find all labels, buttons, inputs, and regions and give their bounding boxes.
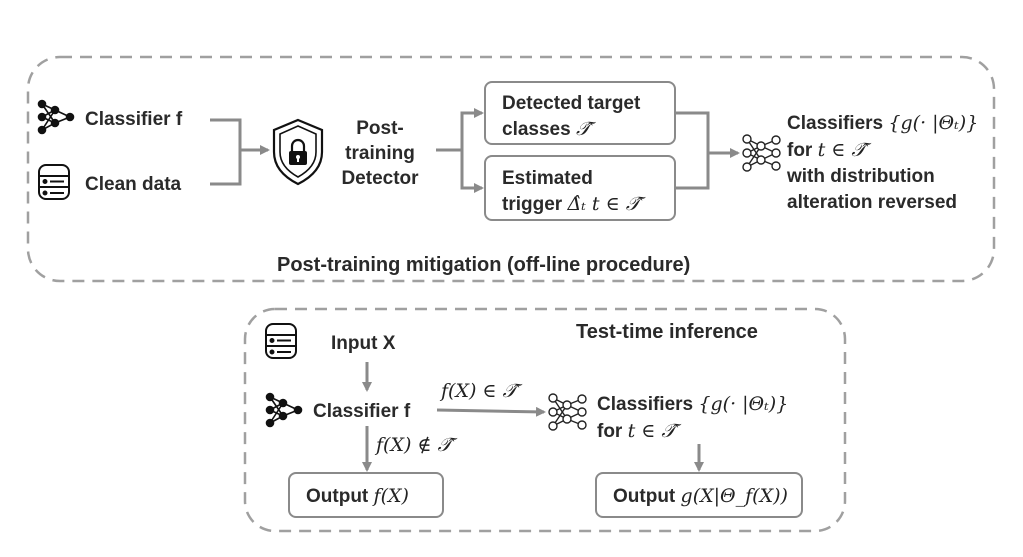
detected-box-line2: classes 𝒯̂ (502, 118, 591, 141)
wire-classifier (210, 118, 242, 186)
wire-split-up (460, 108, 484, 150)
output-f-box: Output f(X) (288, 472, 444, 518)
bottom-result-line1-text: Classifiers (597, 394, 694, 415)
top-result-line4: alteration reversed (787, 192, 958, 213)
database-icon (38, 164, 70, 200)
output-g-math: g(X|Θ_f(X)) (680, 485, 788, 507)
neural-network-icon (37, 99, 75, 135)
bottom-region (243, 307, 847, 533)
bottom-result-line1: Classifiers {g(· |Θₜ)} (597, 391, 788, 418)
output-f-text: Output (306, 486, 369, 507)
bottom-region-title: Test-time inference (576, 321, 758, 343)
output-g-text: Output (613, 486, 676, 507)
branch-out-math: f(X) ∉ 𝒯̂ (376, 434, 453, 456)
shield-lock-icon (272, 118, 324, 186)
trigger-box-line2: trigger Δ̂ₜ t ∈ 𝒯̂ (502, 193, 640, 216)
detector-label-line2: training (345, 143, 415, 164)
bottom-classifier-label: Classifier f (313, 401, 411, 422)
top-result-line1-text: Classifiers (787, 113, 884, 134)
top-region (26, 55, 996, 283)
branch-in-label: f(X) ∈ 𝒯̂ (441, 380, 517, 403)
top-result-line1: Classifiers {g(· |Θₜ)} (787, 110, 978, 137)
detector-label-line1: Post- (356, 118, 404, 139)
neural-network-outline-icon (548, 393, 587, 431)
clean-data-label: Clean data (85, 174, 182, 195)
top-result-line3: with distribution (787, 166, 935, 187)
bottom-result-line2-math: t ∈ 𝒯̂ (627, 420, 676, 442)
trigger-box-line1: Estimated (502, 168, 593, 189)
branch-out-label: f(X) ∉ 𝒯̂ (376, 434, 452, 457)
branch-in-math: f(X) ∈ 𝒯̂ (441, 380, 518, 402)
detector-label-line3: Detector (341, 168, 419, 189)
bottom-result-line1-math: {g(· |Θₜ)} (698, 393, 789, 415)
wire-split-down (460, 150, 484, 193)
detected-box-line1: Detected target (502, 93, 641, 114)
classifier-label: Classifier f (85, 109, 183, 130)
bottom-result-line2-text: for (597, 421, 623, 442)
top-result-text: Classifiers {g(· |Θₜ)} for t ∈ 𝒯̂ with d… (787, 110, 978, 216)
database-icon (265, 323, 297, 359)
output-g-label: Output g(X|Θ_f(X)) (613, 485, 788, 508)
output-f-math: f(X) (373, 485, 409, 507)
trigger-box-text: trigger (502, 194, 563, 215)
bottom-result-text: Classifiers {g(· |Θₜ)} for t ∈ 𝒯̂ (597, 391, 788, 445)
output-f-label: Output f(X) (306, 485, 409, 508)
detected-box-text: classes (502, 119, 571, 140)
top-result-line2: for t ∈ 𝒯̂ (787, 137, 978, 164)
bottom-result-line2: for t ∈ 𝒯̂ (597, 418, 788, 445)
input-label: Input X (331, 333, 396, 354)
detector-label: Post- training Detector (330, 116, 430, 191)
target-set-symbol: 𝒯̂ (575, 118, 591, 140)
trigger-symbol: Δ̂ₜ t ∈ 𝒯̂ (567, 193, 641, 215)
detected-classes-box: Detected target classes 𝒯̂ (484, 81, 676, 145)
neural-network-outline-icon (742, 134, 781, 172)
top-result-line1-math: {g(· |Θₜ)} (888, 112, 979, 134)
wire-classifier-to-g (436, 406, 546, 417)
wire-merge (676, 111, 710, 190)
output-g-box: Output g(X|Θ_f(X)) (595, 472, 803, 518)
top-result-line2-math: t ∈ 𝒯̂ (817, 139, 866, 161)
top-region-title: Post-training mitigation (off-line proce… (277, 254, 691, 276)
top-result-line2-text: for (787, 140, 813, 161)
neural-network-icon (265, 392, 303, 428)
estimated-trigger-box: Estimated trigger Δ̂ₜ t ∈ 𝒯̂ (484, 155, 676, 221)
